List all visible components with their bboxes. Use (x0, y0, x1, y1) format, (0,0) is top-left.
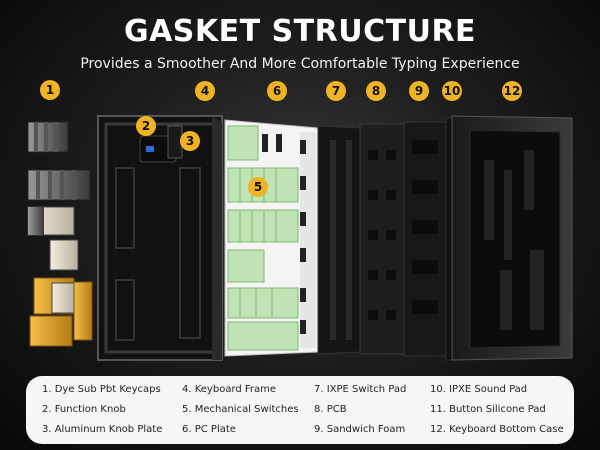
legend-item: 9. Sandwich Foam (314, 424, 406, 435)
badge-2: 2 (136, 116, 156, 136)
badge-7: 7 (326, 81, 346, 101)
page-subtitle: Provides a Smoother And More Comfortable… (80, 56, 520, 72)
badge-1: 1 (40, 80, 60, 100)
legend-item: 8. PCB (314, 404, 347, 415)
page-title: GASKET STRUCTURE (123, 14, 477, 49)
legend-item: 2. Function Knob (42, 404, 126, 415)
legend-item: 6. PC Plate (182, 424, 236, 435)
badge-9: 9 (409, 81, 429, 101)
legend-item: 3. Aluminum Knob Plate (42, 424, 163, 435)
badge-4: 4 (195, 81, 215, 101)
keyboard-frame-part (97, 115, 223, 361)
badge-6: 6 (267, 81, 287, 101)
keyboard-bottom-case-part (451, 115, 573, 361)
legend-item: 1. Dye Sub Pbt Keycaps (42, 384, 161, 395)
badge-10: 10 (442, 81, 462, 101)
legend-item: 10. IPXE Sound Pad (430, 384, 528, 395)
mechanical-switches-part (227, 125, 299, 351)
ixpe-switch-pad-part (317, 125, 363, 355)
badge-12: 12 (502, 81, 522, 101)
legend-item: 7. IXPE Switch Pad (314, 384, 407, 395)
pcb-part (359, 123, 405, 355)
legend-item: 11. Button Silicone Pad (430, 404, 546, 415)
legend-item: 12. Keyboard Bottom Case (430, 424, 564, 435)
badge-8: 8 (366, 81, 386, 101)
badge-5: 5 (248, 177, 268, 197)
badge-3: 3 (180, 131, 200, 151)
sandwich-foam-part (403, 121, 447, 357)
keycaps-part (27, 121, 93, 347)
legend-item: 4. Keyboard Frame (182, 384, 277, 395)
legend-item: 5. Mechanical Switches (182, 404, 299, 415)
parts-legend: 1. Dye Sub Pbt Keycaps 2. Function Knob … (26, 376, 574, 444)
